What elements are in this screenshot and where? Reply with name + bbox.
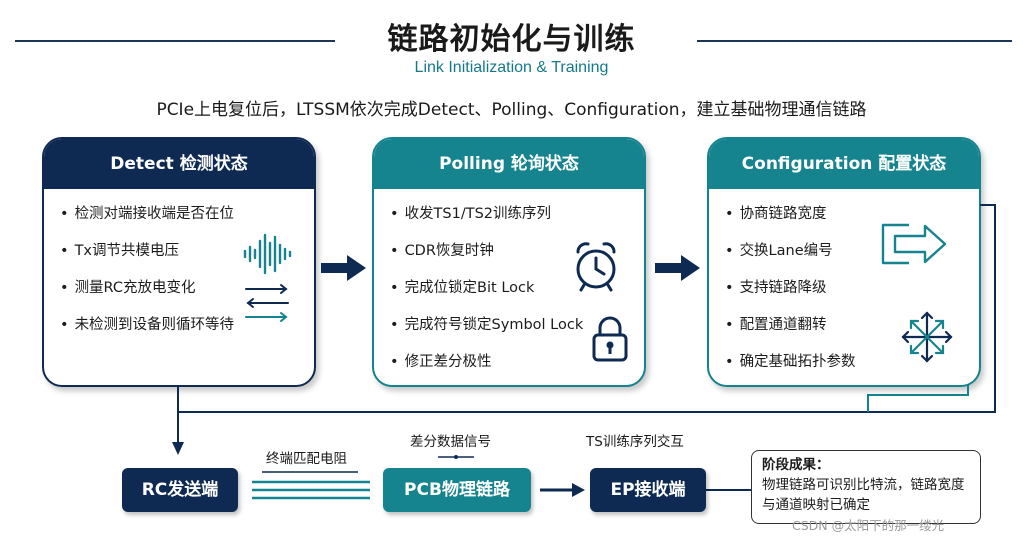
list-item: 收发TS1/TS2训练序列 (390, 203, 644, 240)
list-item: 确定基础拓扑参数 (725, 351, 979, 385)
configuration-state-card: Configuration 配置状态 协商链路宽度 交换Lane编号 支持链路降… (707, 137, 981, 387)
list-item: 支持链路降级 (725, 277, 979, 314)
differential-signal-label: 差分数据信号 (410, 434, 491, 450)
list-item: 协商链路宽度 (725, 203, 979, 240)
list-item: 修正差分极性 (390, 351, 644, 385)
four-way-arrows-icon (901, 311, 953, 363)
padlock-icon (592, 316, 628, 362)
list-item: 完成符号锁定Symbol Lock (390, 314, 644, 351)
bidirectional-arrows-icon (245, 284, 289, 322)
list-item: 检测对端接收端是否在位 (60, 203, 314, 240)
detect-state-title: Detect 检测状态 (44, 139, 314, 189)
page-subtitle: Link Initialization & Training (414, 59, 609, 76)
polling-state-list: 收发TS1/TS2训练序列 CDR恢复时钟 完成位锁定Bit Lock 完成符号… (374, 189, 644, 385)
title-rule-right (697, 40, 1012, 42)
list-item: 测量RC充放电变化 (60, 277, 314, 314)
list-item: 配置通道翻转 (725, 314, 979, 351)
page-title: 链路初始化与训练 (387, 22, 636, 57)
termination-resistor-label: 终端匹配电阻 (266, 451, 347, 467)
polling-state-card: Polling 轮询状态 收发TS1/TS2训练序列 CDR恢复时钟 完成位锁定… (372, 137, 646, 387)
stage-result-text: 物理链路可识别比特流，链路宽度与通道映射已确定 (762, 477, 965, 513)
list-item: Tx调节共模电压 (60, 240, 314, 277)
detect-to-polling-arrow-icon (321, 255, 366, 281)
watermark: CSDN @太阳下的那一缕光 (792, 518, 945, 533)
stage-result-box: 阶段成果： 物理链路可识别比特流，链路宽度与通道映射已确定 (751, 450, 981, 524)
waveform-icon (243, 233, 292, 275)
title-rule-left (15, 40, 335, 42)
ep-receiver-node: EP接收端 (590, 468, 706, 512)
detect-state-list: 检测对端接收端是否在位 Tx调节共模电压 测量RC充放电变化 未检测到设备则循环… (44, 189, 314, 351)
configuration-state-title: Configuration 配置状态 (709, 139, 979, 189)
pcb-physical-link-node: PCB物理链路 (383, 468, 531, 512)
polling-state-title: Polling 轮询状态 (374, 139, 644, 189)
stage-result-title: 阶段成果： (762, 457, 830, 473)
list-item: CDR恢复时钟 (390, 240, 644, 277)
list-item: 完成位锁定Bit Lock (390, 277, 644, 314)
configuration-state-list: 协商链路宽度 交换Lane编号 支持链路降级 配置通道翻转 确定基础拓扑参数 (709, 189, 979, 385)
detect-state-card: Detect 检测状态 检测对端接收端是否在位 Tx调节共模电压 测量RC充放电… (42, 137, 316, 387)
alarm-clock-icon (576, 242, 616, 292)
polling-to-configuration-arrow-icon (655, 255, 700, 281)
lane-exchange-icon (881, 223, 947, 265)
page-description: PCIe上电复位后，LTSSM依次完成Detect、Polling、Config… (156, 100, 867, 120)
list-item: 交换Lane编号 (725, 240, 979, 277)
list-item: 未检测到设备则循环等待 (60, 314, 314, 351)
ts-exchange-label: TS训练序列交互 (586, 434, 684, 450)
rc-transmitter-node: RC发送端 (122, 468, 238, 512)
